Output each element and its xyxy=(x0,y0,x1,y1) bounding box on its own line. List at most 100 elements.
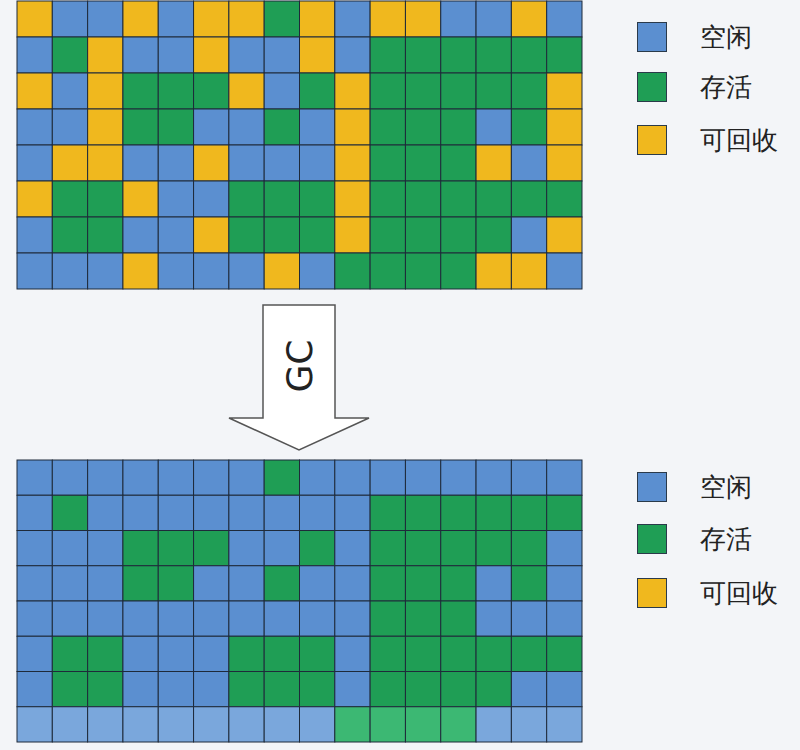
memory-cell xyxy=(158,672,193,707)
memory-cell xyxy=(123,707,158,742)
memory-cell xyxy=(88,1,123,37)
legend-swatch xyxy=(637,125,667,155)
memory-cell xyxy=(194,73,229,109)
memory-cell xyxy=(229,109,264,145)
memory-cell xyxy=(476,253,511,289)
memory-cell xyxy=(52,37,87,73)
memory-cell xyxy=(52,217,87,253)
memory-cell xyxy=(52,707,87,742)
memory-cell xyxy=(88,109,123,145)
memory-cell xyxy=(476,1,511,37)
memory-cell xyxy=(511,566,546,601)
memory-cell xyxy=(194,636,229,671)
memory-cell xyxy=(335,566,370,601)
memory-cell xyxy=(88,181,123,217)
memory-cell xyxy=(405,495,440,530)
memory-cell xyxy=(17,1,52,37)
memory-cell xyxy=(405,566,440,601)
memory-cell xyxy=(441,601,476,636)
memory-cell xyxy=(158,601,193,636)
legend-swatch xyxy=(637,524,667,554)
memory-cell xyxy=(194,109,229,145)
memory-cell xyxy=(88,37,123,73)
memory-cell xyxy=(405,217,440,253)
memory-cell xyxy=(300,636,335,671)
memory-cell xyxy=(405,531,440,566)
memory-cell xyxy=(194,672,229,707)
memory-cell xyxy=(476,181,511,217)
memory-cell xyxy=(229,145,264,181)
memory-cell xyxy=(335,253,370,289)
memory-cell xyxy=(405,73,440,109)
memory-cell xyxy=(123,601,158,636)
memory-cell xyxy=(300,73,335,109)
memory-cell xyxy=(511,672,546,707)
memory-cell xyxy=(264,707,299,742)
memory-cell xyxy=(264,217,299,253)
memory-cell xyxy=(511,1,546,37)
memory-cell xyxy=(158,181,193,217)
memory-cell xyxy=(441,217,476,253)
memory-cell xyxy=(194,707,229,742)
memory-cell xyxy=(123,253,158,289)
memory-cell xyxy=(441,531,476,566)
memory-cell xyxy=(405,109,440,145)
memory-cell xyxy=(229,636,264,671)
memory-cell xyxy=(52,460,87,495)
memory-cell xyxy=(17,109,52,145)
memory-cell xyxy=(547,109,582,145)
memory-cell xyxy=(511,181,546,217)
legend-label: 可回收 xyxy=(700,576,778,610)
memory-cell xyxy=(441,1,476,37)
memory-cell xyxy=(300,495,335,530)
memory-cell xyxy=(370,145,405,181)
memory-cell xyxy=(88,672,123,707)
memory-cell xyxy=(300,253,335,289)
memory-cell xyxy=(17,636,52,671)
memory-cell xyxy=(511,495,546,530)
memory-cell xyxy=(52,109,87,145)
memory-cell xyxy=(88,566,123,601)
memory-cell xyxy=(335,217,370,253)
memory-cell xyxy=(405,145,440,181)
memory-cell xyxy=(123,145,158,181)
memory-cell xyxy=(194,145,229,181)
memory-cell xyxy=(17,181,52,217)
memory-cell xyxy=(88,636,123,671)
memory-cell xyxy=(405,181,440,217)
memory-cell xyxy=(405,37,440,73)
memory-cell xyxy=(511,109,546,145)
memory-cell xyxy=(547,566,582,601)
memory-cell xyxy=(88,495,123,530)
memory-cell xyxy=(476,460,511,495)
memory-cell xyxy=(476,73,511,109)
memory-cell xyxy=(88,217,123,253)
memory-cell xyxy=(335,181,370,217)
memory-cell xyxy=(17,37,52,73)
memory-cell xyxy=(476,531,511,566)
memory-cell xyxy=(441,73,476,109)
memory-cell xyxy=(511,460,546,495)
memory-cell xyxy=(300,601,335,636)
memory-cell xyxy=(441,672,476,707)
memory-cell xyxy=(158,217,193,253)
memory-cell xyxy=(335,531,370,566)
memory-cell xyxy=(405,1,440,37)
memory-cell xyxy=(441,566,476,601)
memory-cell xyxy=(123,1,158,37)
memory-cell xyxy=(300,707,335,742)
memory-cell xyxy=(335,601,370,636)
memory-cell xyxy=(476,109,511,145)
memory-cell xyxy=(194,531,229,566)
memory-cell xyxy=(547,495,582,530)
memory-cell xyxy=(52,73,87,109)
memory-cell xyxy=(335,37,370,73)
memory-cell xyxy=(335,145,370,181)
memory-cell xyxy=(511,253,546,289)
legend-swatch xyxy=(637,72,667,102)
memory-cell xyxy=(370,253,405,289)
memory-cell xyxy=(476,672,511,707)
legend-swatch xyxy=(637,472,667,502)
legend-label: 空闲 xyxy=(700,20,752,54)
memory-cell xyxy=(547,636,582,671)
